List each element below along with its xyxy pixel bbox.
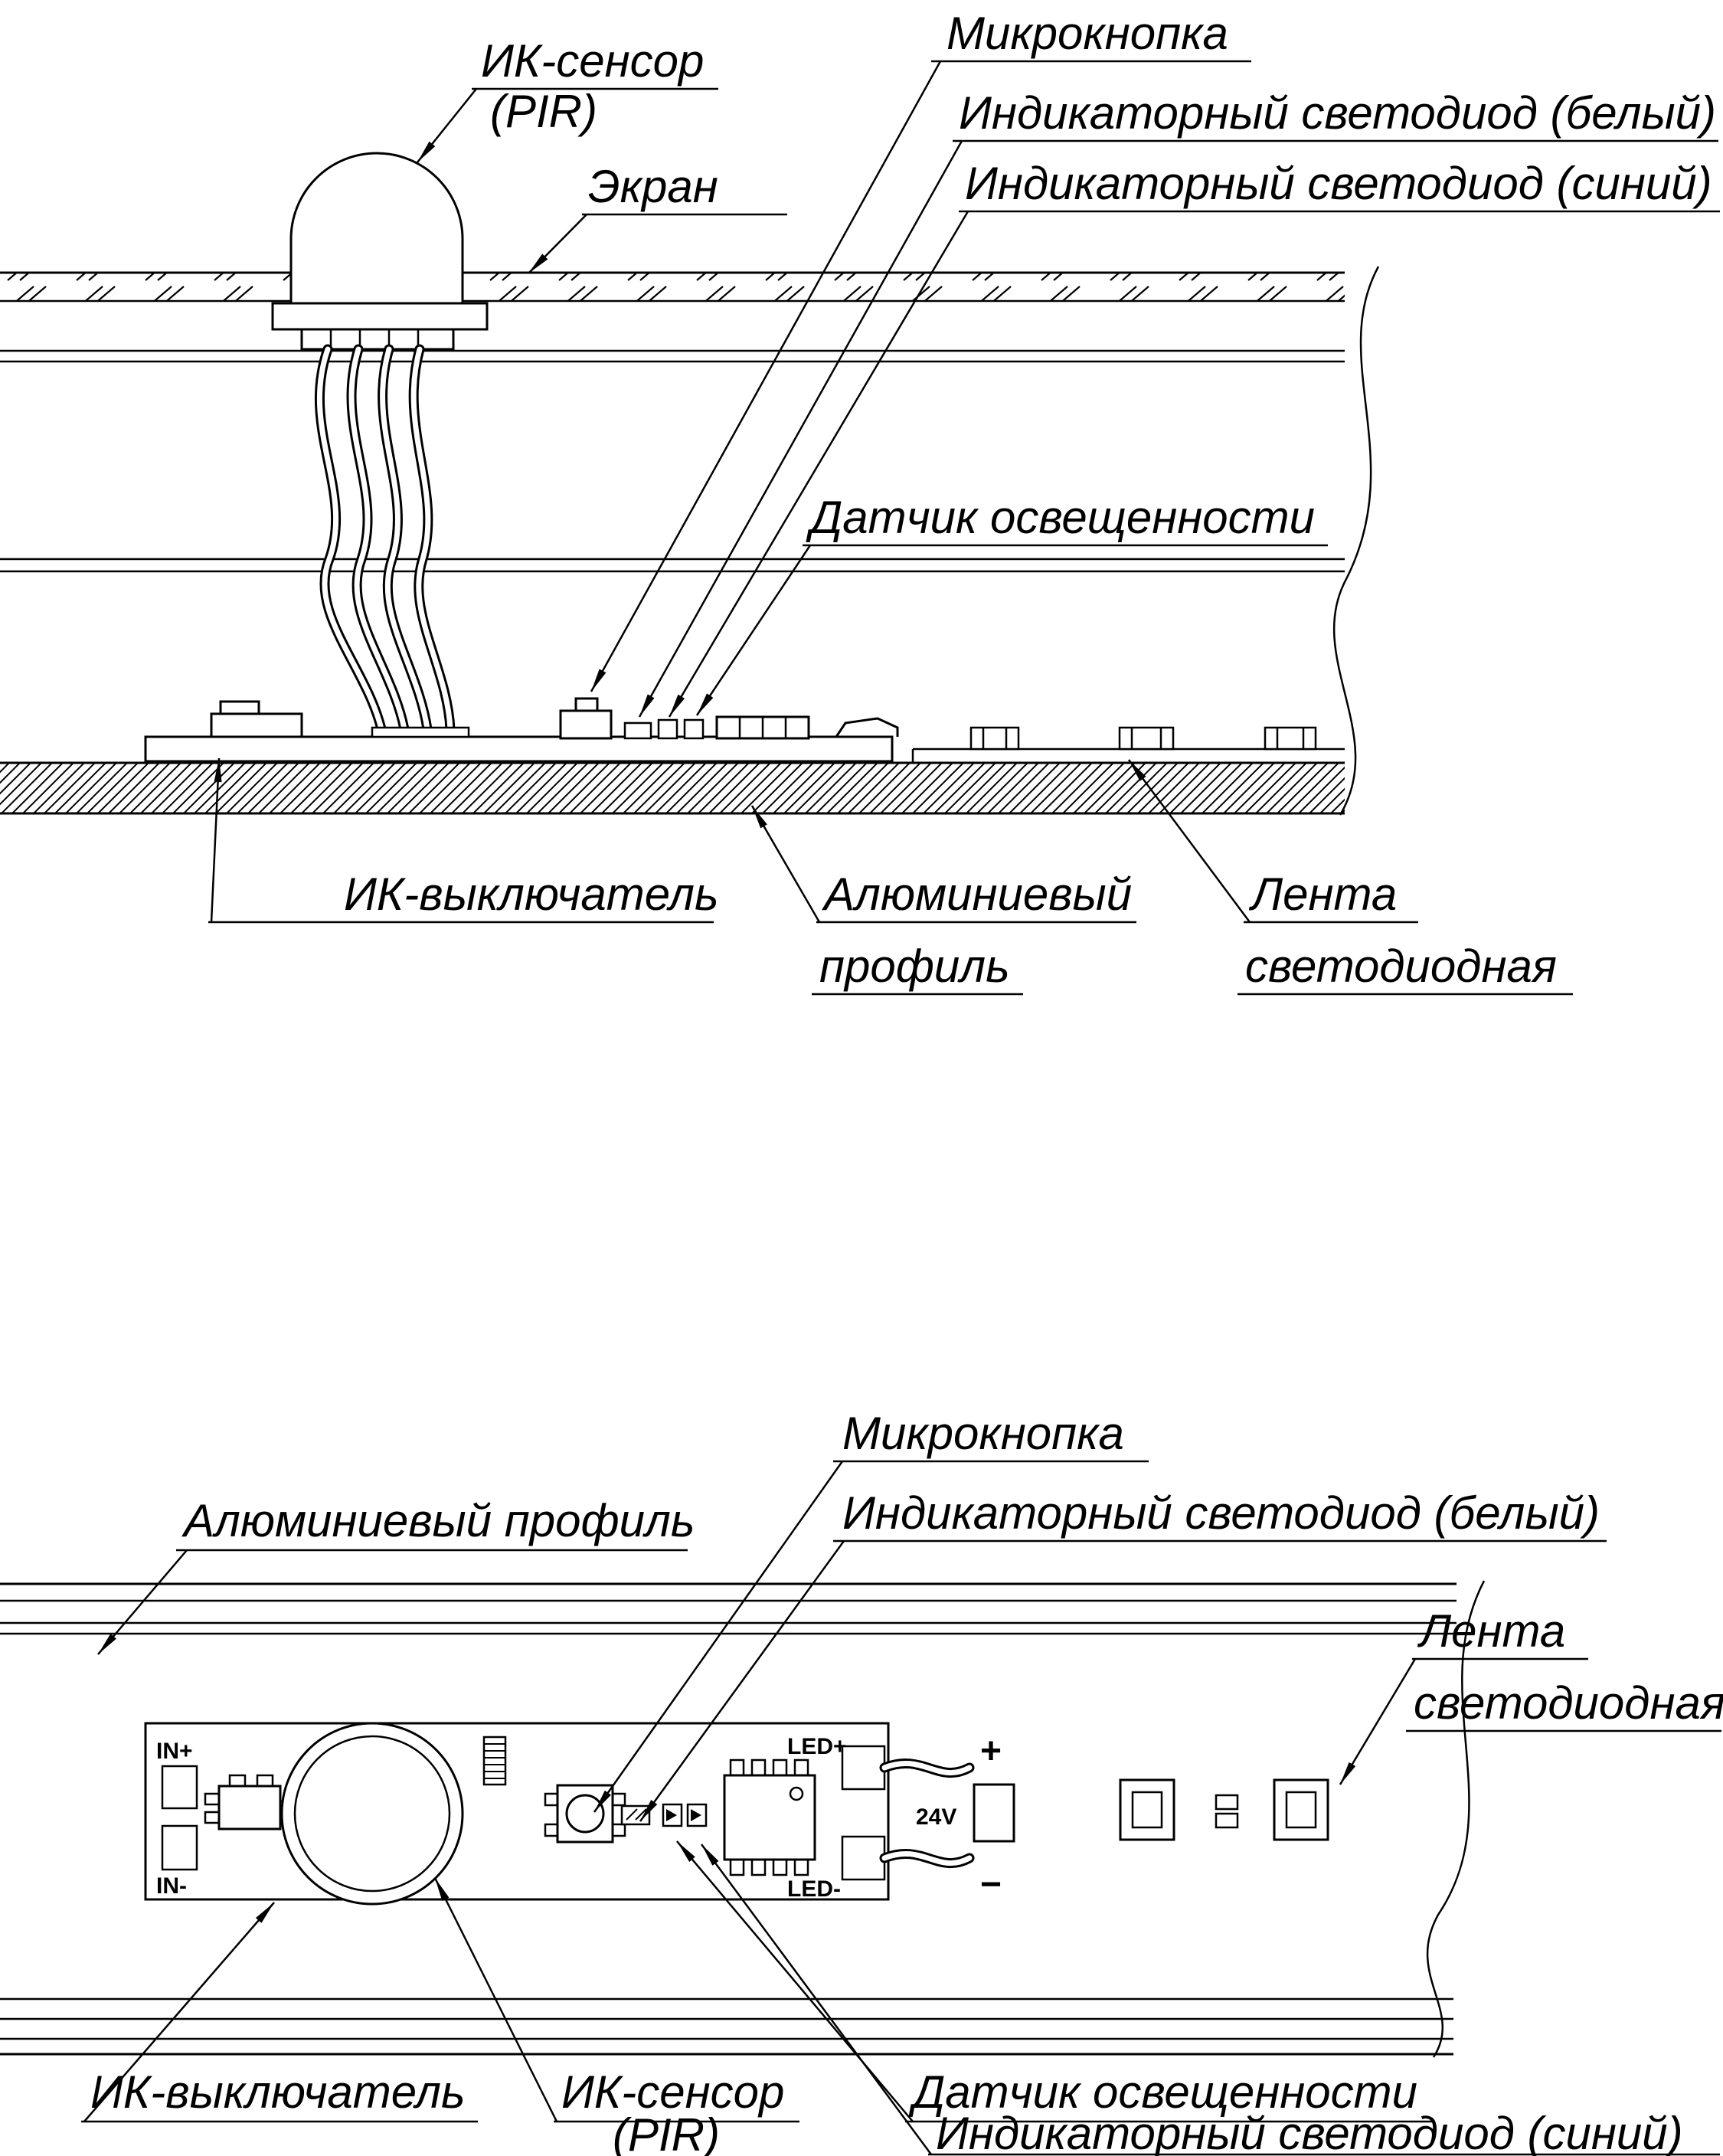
label-microbutton: Микрокнопка	[947, 8, 1228, 59]
label-led-strip-1: Лента	[1248, 869, 1397, 920]
output-pad-plus	[841, 1745, 886, 1791]
leader-light-sensor	[695, 545, 812, 716]
marking-24v: 24V	[916, 1804, 956, 1830]
input-pad-minus	[161, 1824, 198, 1871]
leader-led-white-plan	[639, 1540, 845, 1822]
blue-led-component	[657, 718, 678, 740]
pir-dome-plan	[280, 1722, 464, 1906]
ir-switch-pcb-plan: IN+ IN-	[144, 1722, 890, 1906]
label-led-strip-2: светодиодная	[1245, 941, 1557, 992]
profile-inner-lines-section	[0, 349, 1345, 573]
leader-alu-profile	[750, 805, 821, 923]
label-led-white: Индикаторный светодиод (белый)	[959, 87, 1716, 139]
strip-component	[969, 726, 1020, 751]
marking-in-plus: IN+	[156, 1739, 193, 1764]
microbutton-plan	[544, 1784, 626, 1844]
blue-led-plan	[686, 1803, 708, 1827]
leader-led-white	[638, 140, 963, 718]
white-led-component	[623, 721, 652, 740]
leader-ir-sensor	[417, 88, 477, 163]
break-line	[1426, 1580, 1486, 2058]
leader-ir-switch-plan	[83, 1902, 275, 2122]
strip-solder-pad	[973, 1783, 1015, 1843]
pir-dome	[289, 152, 464, 306]
sensor-wires	[314, 344, 470, 738]
leader-microbutton-plan	[593, 1461, 844, 1813]
leader-ir-sensor-plan	[433, 1877, 558, 2122]
marking-plus: +	[980, 1731, 1002, 1772]
led-strip-plan: + − 24V	[916, 1731, 1329, 1905]
pir-flange	[271, 302, 489, 331]
bottom-view-labels: Микрокнопка Индикаторный светодиод (белы…	[81, 1408, 1723, 2156]
label-microbutton-plan: Микрокнопка	[842, 1408, 1124, 1459]
strip-component	[1264, 726, 1317, 751]
label-led-strip-plan-1: Лента	[1417, 1605, 1565, 1657]
top-section-view: ИК-сенсор (PIR) Экран Микрокнопка Индика…	[0, 8, 1720, 996]
input-connector	[210, 712, 303, 738]
leader-light-sensor-plan	[676, 1840, 914, 2122]
strip-led-package	[1119, 1778, 1175, 1841]
screen-glass-band	[0, 271, 1345, 303]
strip-led-package	[1273, 1778, 1329, 1841]
label-alu-profile-2: профиль	[819, 941, 1010, 992]
output-jumper	[835, 717, 899, 738]
label-light-sensor: Датчик освещенности	[806, 492, 1315, 543]
leader-led-blue-plan	[700, 1844, 933, 2155]
aluminum-profile-base	[0, 761, 1345, 815]
ic-chip-plan	[723, 1758, 816, 1876]
label-ir-switch: ИК-выключатель	[344, 869, 719, 920]
strip-resistor	[1215, 1794, 1239, 1811]
pir-sensor-dome	[271, 152, 489, 351]
leader-alu-profile-plan	[97, 1549, 188, 1655]
label-ir-sensor-plan: ИК-сенсор	[561, 2066, 784, 2118]
leader-led-strip	[1127, 759, 1251, 923]
ir-switch-pcb-section	[144, 697, 899, 763]
bottom-plan-view: IN+ IN-	[0, 1408, 1723, 2156]
light-sensor-component	[683, 718, 705, 740]
label-light-sensor-plan: Датчик освещенности	[908, 2066, 1417, 2118]
leader-screen	[528, 214, 587, 274]
pcb-board	[144, 735, 894, 763]
label-ir-switch-plan: ИК-выключатель	[90, 2066, 466, 2118]
label-alu-profile-1: Алюминиевый	[822, 869, 1132, 920]
led-strip-section	[911, 726, 1345, 763]
marking-led-plus: LED+	[787, 1734, 847, 1759]
light-sensor-plan	[662, 1803, 683, 1827]
marking-led-minus: LED-	[787, 1876, 841, 1902]
output-pad-minus	[841, 1835, 886, 1881]
output-wires	[879, 1758, 975, 1869]
leader-led-strip-plan	[1339, 1658, 1417, 1785]
regulator-component	[217, 1785, 282, 1830]
label-alu-profile-plan: Алюминиевый профиль	[181, 1495, 695, 1546]
label-ir-sensor-plan-sub: (PIR)	[613, 2109, 720, 2156]
marking-in-minus: IN-	[156, 1873, 187, 1899]
break-line	[1332, 266, 1380, 816]
label-led-blue: Индикаторный светодиод (синий)	[965, 158, 1712, 209]
label-ir-sensor-sub: (PIR)	[490, 86, 597, 137]
input-pad-plus	[161, 1765, 198, 1810]
label-led-strip-plan-2: светодиодная	[1414, 1677, 1723, 1729]
marking-minus: −	[980, 1864, 1002, 1905]
label-led-blue-plan: Индикаторный светодиод (синий)	[936, 2108, 1683, 2156]
profile-edge-lines-plan	[0, 1582, 1457, 2056]
leader-led-blue	[668, 211, 969, 718]
label-ir-sensor: ИК-сенсор	[481, 35, 704, 87]
wire-solder-pad	[371, 726, 470, 738]
pin-comb-connector	[482, 1736, 507, 1786]
connector-latch	[219, 700, 260, 715]
leader-microbutton	[590, 61, 942, 692]
strip-component	[1118, 726, 1175, 751]
microbutton-body	[559, 709, 613, 740]
leader-ir-switch	[210, 757, 222, 923]
label-led-white-plan: Индикаторный светодиод (белый)	[842, 1487, 1600, 1539]
top-view-labels: ИК-сенсор (PIR) Экран Микрокнопка Индика…	[208, 8, 1720, 996]
label-screen: Экран	[588, 161, 718, 212]
